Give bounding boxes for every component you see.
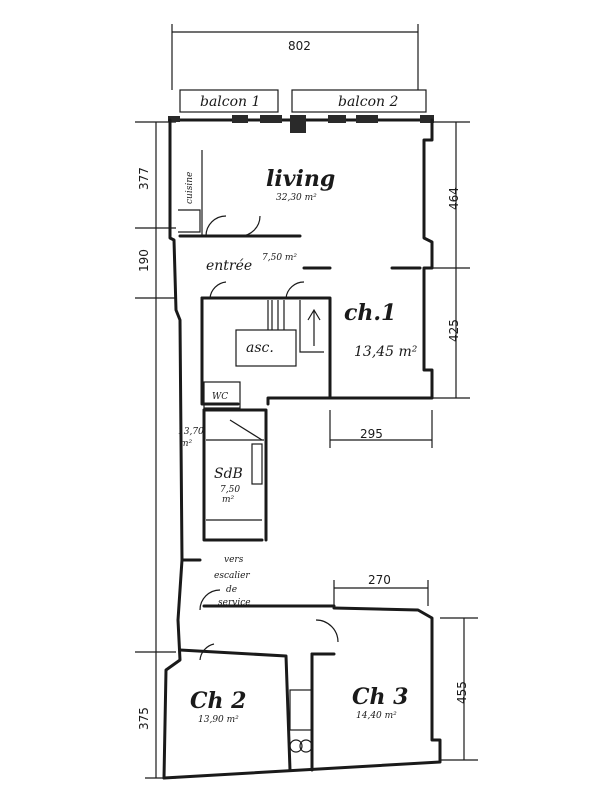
service-line-3: de xyxy=(226,585,237,595)
ch3-label: Ch 3 xyxy=(352,684,408,710)
dim-left-mid: 190 xyxy=(137,249,151,272)
sdb-area: 7,50 xyxy=(220,485,240,495)
dim-ch3-width: 270 xyxy=(368,573,391,587)
service-line-2: escalier xyxy=(214,571,250,581)
service-line-1: vers xyxy=(224,555,244,565)
ch3-area: 14,40 m² xyxy=(356,711,397,721)
entree-label: entrée xyxy=(206,258,252,274)
balcon-2-label: balcon 2 xyxy=(338,94,399,110)
ch2-label: Ch 2 xyxy=(190,688,246,714)
wc-label: WC xyxy=(212,392,228,402)
dim-ch1-width: 295 xyxy=(360,427,383,441)
room-labels: living 32,30 m² cuisine entrée 7,50 m² c… xyxy=(178,166,418,725)
entree-area: 7,50 m² xyxy=(262,253,297,263)
ch2-area: 13,90 m² xyxy=(198,715,239,725)
cuisine-label: cuisine xyxy=(185,172,195,204)
dim-left-bottom: 375 xyxy=(137,707,151,730)
living-area: 32,30 m² xyxy=(276,193,317,203)
dim-right-mid: 425 xyxy=(447,319,461,342)
balcon-1-label: balcon 1 xyxy=(200,94,260,110)
walls xyxy=(162,115,442,780)
dim-right-bottom: 455 xyxy=(455,681,469,704)
sdb-label: SdB xyxy=(214,466,243,482)
hall-unit: m² xyxy=(180,439,193,449)
living-label: living xyxy=(266,166,335,192)
dim-right-top: 464 xyxy=(447,187,461,210)
hall-area: 13,70 xyxy=(178,427,204,437)
dim-top-width: 802 xyxy=(288,39,311,53)
sdb-unit: m² xyxy=(222,495,235,505)
balconies: balcon 1 balcon 2 xyxy=(179,89,427,113)
service-line-4: service xyxy=(218,598,251,608)
dim-left-top: 377 xyxy=(137,167,151,190)
ch1-area: 13,45 m² xyxy=(354,344,418,360)
ch1-label: ch.1 xyxy=(344,300,396,326)
asc-label: asc. xyxy=(246,340,274,356)
dimension-lines: 802 377 190 375 464 425 455 295 270 xyxy=(135,24,478,779)
